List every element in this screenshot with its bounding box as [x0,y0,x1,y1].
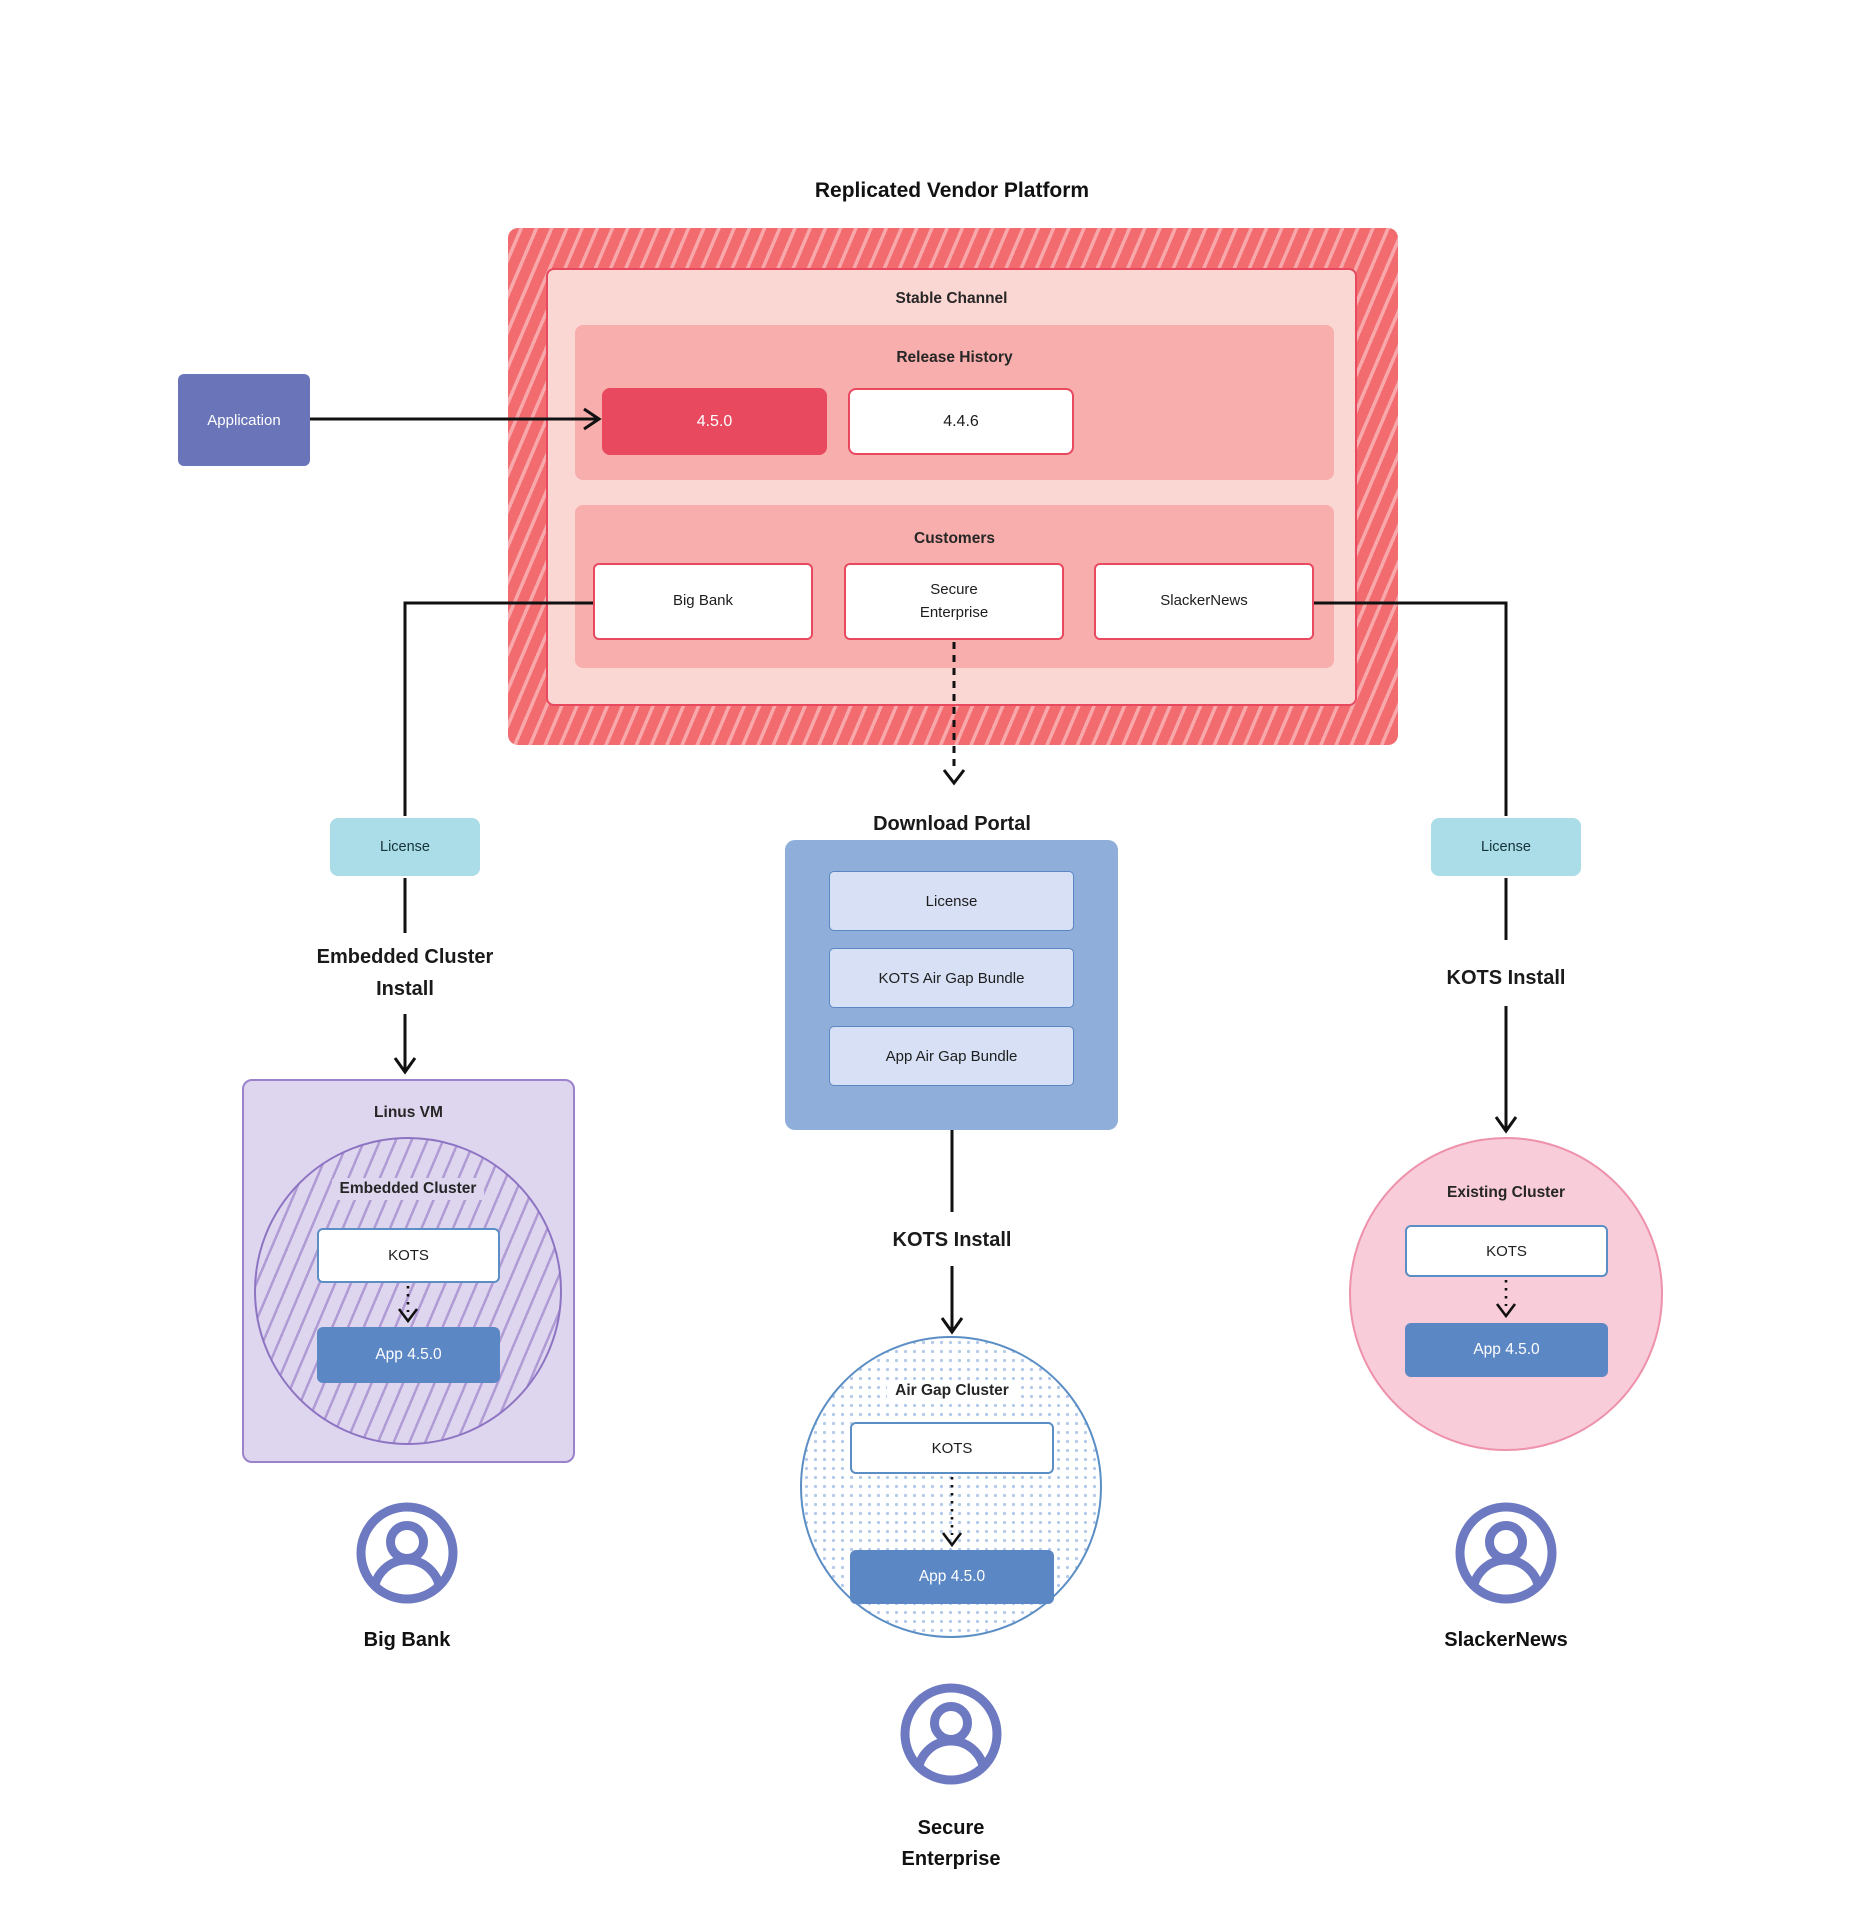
secure-enterprise-app-box: App 4.5.0 [850,1550,1054,1604]
customer-slackernews[interactable]: SlackerNews [1094,563,1314,640]
embedded-cluster-label: Embedded Cluster [331,1178,485,1200]
connector-secure-to-portal-head [942,769,966,786]
kots-install-label-middle: KOTS Install [892,1229,1012,1251]
slackernews-app-box: App 4.5.0 [1405,1323,1608,1377]
slackernews-user-icon [1455,1502,1557,1604]
big-bank-app-box: App 4.5.0 [317,1327,500,1383]
embedded-cluster-label-wrap: Embedded Cluster [258,1177,558,1201]
linus-vm-label: Linus VM [374,1104,443,1121]
kots-install-label-right: KOTS Install [1446,967,1566,989]
portal-license-item[interactable]: License [829,871,1074,931]
connector-install-to-vm-arrow [393,1014,417,1075]
portal-app-bundle-item[interactable]: App Air Gap Bundle [829,1026,1074,1086]
air-gap-cluster-label: Air Gap Cluster [887,1380,1017,1402]
big-bank-license-box: License [330,818,480,876]
portal-kots-bundle-item[interactable]: KOTS Air Gap Bundle [829,948,1074,1008]
connector-install-to-existing-arrow [1494,1006,1518,1134]
slackernews-name: SlackerNews [1444,1628,1568,1651]
secure-enterprise-name: Secure Enterprise [901,1817,1001,1870]
application-box: Application [178,374,310,466]
big-bank-name: Big Bank [363,1628,451,1651]
big-bank-kots-box: KOTS [317,1228,500,1283]
customer-secure-enterprise[interactable]: Secure Enterprise [844,563,1064,640]
existing-cluster-label: Existing Cluster [1447,1184,1565,1201]
slackernews-kots-box: KOTS [1405,1225,1608,1277]
download-portal-label: Download Portal [873,813,1031,835]
big-bank-user-icon [356,1502,458,1604]
embedded-cluster-install-label: Embedded Cluster Install [316,946,494,1000]
page-title: Replicated Vendor Platform [814,179,1090,202]
release-history-label: Release History [896,349,1013,366]
release-4-4-6[interactable]: 4.4.6 [848,388,1074,455]
air-gap-cluster-label-wrap: Air Gap Cluster [802,1379,1102,1403]
customers-label: Customers [914,530,995,547]
stable-channel-label: Stable Channel [895,290,1008,307]
customer-big-bank[interactable]: Big Bank [593,563,813,640]
secure-enterprise-kots-box: KOTS [850,1422,1054,1474]
release-4-5-0[interactable]: 4.5.0 [602,388,827,455]
connector-install-to-airgap-arrow [940,1266,964,1335]
secure-enterprise-user-icon [900,1683,1002,1785]
slackernews-license-box: License [1431,818,1581,876]
